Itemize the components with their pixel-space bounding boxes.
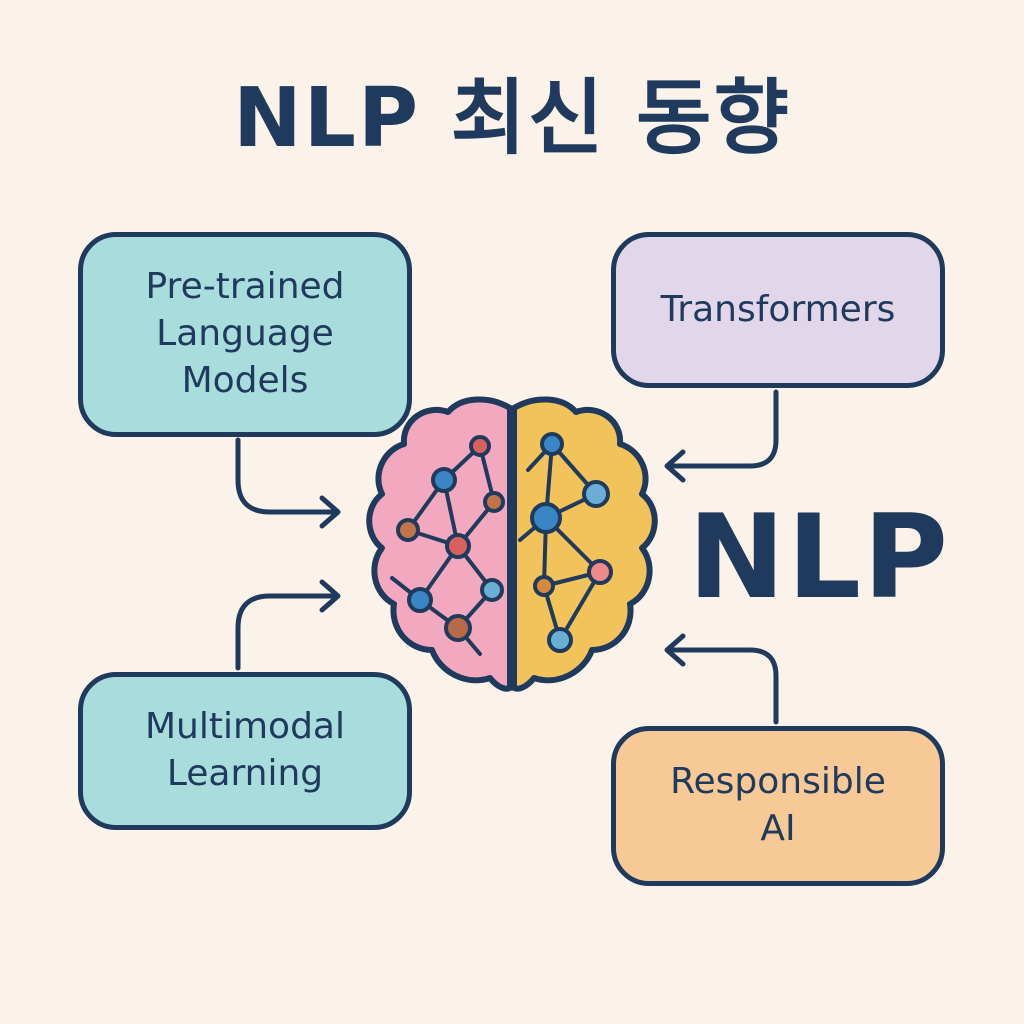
center-nlp-label: NLP [688,490,951,625]
arrowhead-responsible [664,633,686,667]
arrowhead-pretrained [319,495,341,529]
arrowhead-transformers [664,449,686,483]
arrow-from-pretrained [235,437,338,515]
box-transformers: Transformers [611,232,945,388]
diagram-title: NLP 최신 동향 [233,71,791,166]
brain-left-hemisphere [366,396,513,692]
box-multimodal-learning: Multimodal Learning [78,672,412,830]
arrowhead-multimodal [319,579,341,613]
arrow-from-responsible [667,647,779,725]
box-pretrained-language-models: Pre-trained Language Models [78,232,412,437]
brain-right-hemisphere [511,396,658,692]
arrow-from-transformers [667,389,779,469]
arrow-from-multimodal [235,593,338,671]
brain-network-icon [366,396,658,692]
box-responsible-ai: Responsible AI [611,726,945,886]
